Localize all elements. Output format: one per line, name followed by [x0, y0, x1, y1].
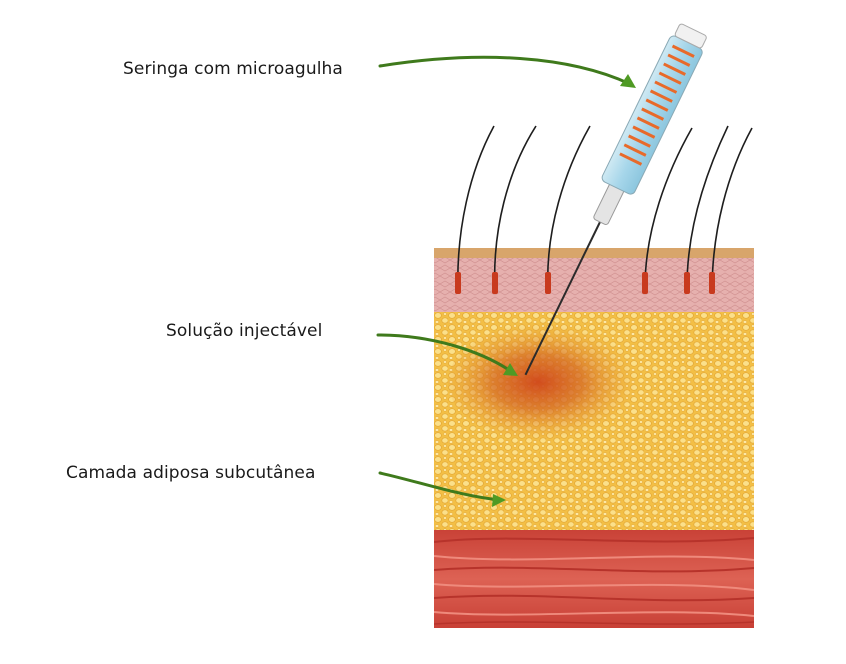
syringe-label: Seringa com microagulha [123, 59, 343, 79]
arrowhead-syringe-icon [620, 74, 636, 88]
fat-layer-label: Camada adiposa subcutânea [66, 463, 316, 483]
injection-solution-spot [448, 322, 648, 442]
dermis-layer [434, 258, 754, 312]
arrowhead-fat-icon [492, 494, 506, 507]
syringe-plunger [674, 23, 707, 49]
pointer-arrows [376, 55, 632, 502]
needle [524, 221, 601, 376]
syringe-graduations [619, 44, 695, 166]
syringe-icon [524, 23, 707, 376]
arrowhead-solution-icon [503, 363, 518, 376]
arrow-syringe [378, 55, 632, 86]
arrow-fat [378, 471, 502, 502]
epidermis-layer [434, 248, 754, 258]
hair-follicles [457, 125, 753, 293]
arrow-solution [376, 333, 514, 374]
follicle-roots [455, 272, 715, 294]
arrow-heads [492, 74, 636, 507]
solution-label: Solução injectável [166, 321, 323, 341]
muscle-layer [434, 530, 754, 628]
skin-cross-section [434, 248, 754, 628]
